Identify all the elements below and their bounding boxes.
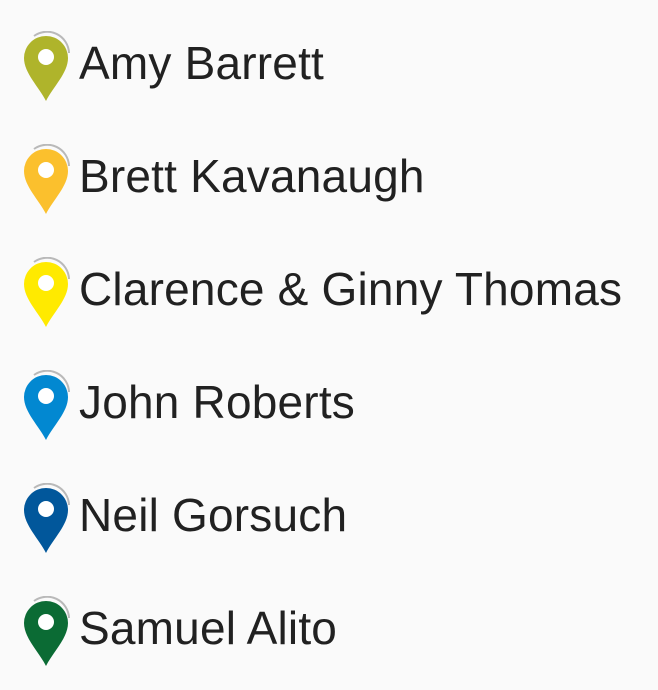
- legend-item-label: John Roberts: [79, 376, 355, 428]
- map-pin-icon: [22, 370, 72, 442]
- legend-item-label: Samuel Alito: [79, 602, 338, 654]
- legend-item-clarence-ginny-thomas[interactable]: Clarence & Ginny Thomas: [0, 237, 658, 341]
- legend-item-john-roberts[interactable]: John Roberts: [0, 350, 658, 454]
- legend-item-label: Neil Gorsuch: [79, 489, 348, 541]
- legend-item-amy-barrett[interactable]: Amy Barrett: [0, 11, 658, 115]
- legend-item-label: Clarence & Ginny Thomas: [79, 263, 623, 315]
- legend-item-label: Amy Barrett: [79, 37, 325, 89]
- map-pin-icon: [22, 257, 72, 329]
- legend-item-neil-gorsuch[interactable]: Neil Gorsuch: [0, 463, 658, 567]
- legend-item-label: Brett Kavanaugh: [79, 150, 425, 202]
- map-pin-icon: [22, 483, 72, 555]
- map-pin-icon: [22, 596, 72, 668]
- legend-item-brett-kavanaugh[interactable]: Brett Kavanaugh: [0, 124, 658, 228]
- map-pin-icon: [22, 144, 72, 216]
- map-pin-icon: [22, 31, 72, 103]
- legend-item-samuel-alito[interactable]: Samuel Alito: [0, 576, 658, 680]
